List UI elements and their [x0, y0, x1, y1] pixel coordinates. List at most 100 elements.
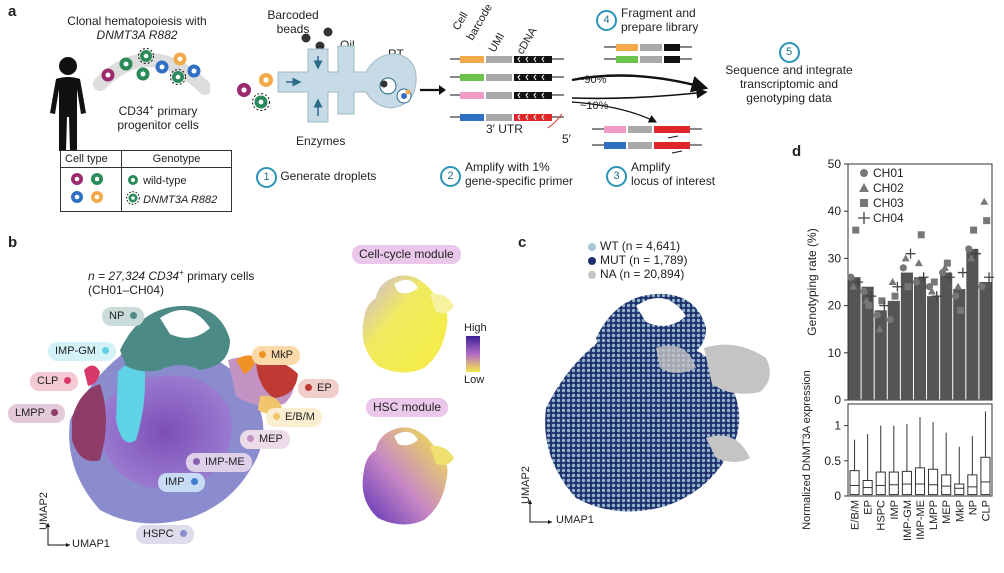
table-header-genotype: Genotype — [121, 150, 232, 168]
tag-dot-icon — [50, 409, 58, 416]
genotype-mut-label: DNMT3A R882 — [143, 193, 218, 206]
box — [967, 474, 978, 496]
point-ch02 — [927, 287, 936, 295]
point-ch03 — [917, 231, 925, 239]
step-4: 4 Fragment and prepare library — [596, 6, 726, 34]
umap-cell-types — [69, 305, 298, 524]
tag-clp: CLP — [30, 372, 79, 391]
box — [941, 474, 952, 496]
y-tick-label: 10 — [828, 346, 842, 360]
pct-10-label: ~10% — [580, 100, 609, 112]
tag-label: IMP-ME — [205, 456, 245, 468]
legend-swatch — [588, 243, 596, 251]
tag-label: LMPP — [15, 407, 45, 419]
y-tick-label: 50 — [828, 157, 842, 171]
step-3: 3 Amplify locus of interest — [606, 160, 746, 188]
legend-marker-triangle — [859, 183, 869, 192]
point-ch04 — [892, 281, 903, 292]
read-2 — [450, 74, 564, 81]
umap-axes-icon-c — [528, 500, 552, 524]
point-ch01 — [873, 311, 881, 319]
point-ch03 — [943, 259, 951, 267]
step-5: 5 Sequence and integrate transcriptomic … — [704, 42, 874, 105]
point-ch04 — [957, 267, 968, 278]
point-ch02 — [875, 325, 884, 333]
step-1: 1 Generate droplets — [256, 167, 376, 188]
category-label: CLP — [980, 500, 992, 521]
step-2-label-line2: gene-specific primer — [465, 174, 574, 188]
genotype-legend: wild-type DNMT3A R882 — [121, 167, 232, 212]
point-ch04 — [879, 300, 890, 311]
tag-lmpp: LMPP — [8, 404, 65, 423]
genotype-umap — [545, 293, 770, 512]
category-label: HSPC — [876, 500, 888, 531]
category-label: E/B/M — [850, 500, 862, 530]
legend-text: WT (n = 4,641) — [600, 239, 681, 253]
utr-label: 3′ UTR — [486, 122, 523, 136]
box — [914, 467, 926, 496]
category-label: MkP — [954, 500, 966, 522]
legend-label: CH01 — [873, 166, 904, 180]
legend-na: NA (n = 20,894) — [588, 267, 687, 281]
umap-axis-icon-b — [46, 523, 72, 553]
box — [901, 470, 912, 496]
tag-label: IMP-GM — [55, 345, 96, 357]
point-ch02 — [914, 259, 923, 267]
panel-c-legend: WT (n = 4,641) MUT (n = 1,789) NA (n = 2… — [588, 239, 687, 281]
point-ch04 — [944, 272, 955, 283]
step-5-label-line1: Sequence and integrate — [725, 63, 853, 77]
lower-y-tick-label: 0.5 — [824, 454, 841, 468]
tag-dot-icon — [247, 435, 254, 442]
lower-y-tick-label: 0 — [834, 489, 841, 503]
point-ch04 — [970, 248, 981, 259]
library-reads — [450, 56, 564, 129]
cells-cluster-icon — [93, 48, 210, 95]
category-label: MEP — [941, 500, 953, 524]
scale-high-label: High — [464, 322, 487, 334]
pct-90-label: ~90% — [578, 74, 607, 86]
tag-ep: EP — [298, 379, 339, 398]
tag-dot-icon — [273, 413, 280, 420]
point-ch03 — [852, 226, 860, 234]
point-ch02 — [980, 197, 989, 205]
five-prime-label: 5′ — [562, 132, 571, 146]
point-ch01 — [978, 283, 986, 291]
tag-label: IMP — [165, 476, 185, 488]
bar — [979, 282, 992, 400]
point-ch01 — [952, 292, 960, 300]
cell-cycle-module-label: Cell-cycle module — [352, 245, 461, 264]
y-tick-label: 40 — [828, 204, 842, 218]
step-3-label-line1: Amplify — [631, 160, 671, 174]
step-2: 2 Amplify with 1% gene-specific primer — [440, 160, 590, 188]
point-ch01 — [912, 278, 920, 286]
y-tick-label: 20 — [828, 299, 842, 313]
cell-type-swatches — [71, 173, 103, 203]
lower-y-axis-label: Normalized DNMT3A expression — [801, 370, 813, 530]
umap1-label-c: UMAP1 — [556, 514, 594, 526]
bar — [953, 289, 966, 400]
point-ch01 — [860, 287, 868, 296]
tag-imp-gm: IMP-GM — [48, 342, 116, 361]
legend-swatch — [588, 271, 596, 279]
box — [954, 483, 965, 496]
category-label: IMP-GM — [902, 500, 914, 541]
box — [849, 470, 860, 496]
step-2-label-line1: Amplify with 1% — [465, 160, 550, 174]
tag-mkp: MkP — [252, 346, 300, 365]
n-cells-label: n = 27,324 CD34+ primary cells (CH01–CH0… — [88, 266, 254, 297]
tag-label: MEP — [259, 433, 283, 445]
umap2-label-b: UMAP2 — [38, 492, 50, 530]
barcoded-beads-line1: Barcoded — [267, 8, 319, 22]
tag-np: NP — [102, 307, 145, 326]
umap-axes-icon — [46, 523, 70, 547]
color-scale-bar — [466, 336, 480, 372]
point-ch03 — [956, 306, 964, 314]
legend-marker-circle — [860, 169, 868, 177]
bar — [913, 277, 927, 400]
tag-dot-icon — [101, 347, 109, 354]
bar — [900, 272, 913, 400]
step-5-label-line2: transcriptomic and — [739, 77, 839, 91]
point-ch02 — [967, 254, 976, 262]
legend-label: CH02 — [873, 181, 904, 195]
microfluidic-device — [237, 27, 417, 123]
